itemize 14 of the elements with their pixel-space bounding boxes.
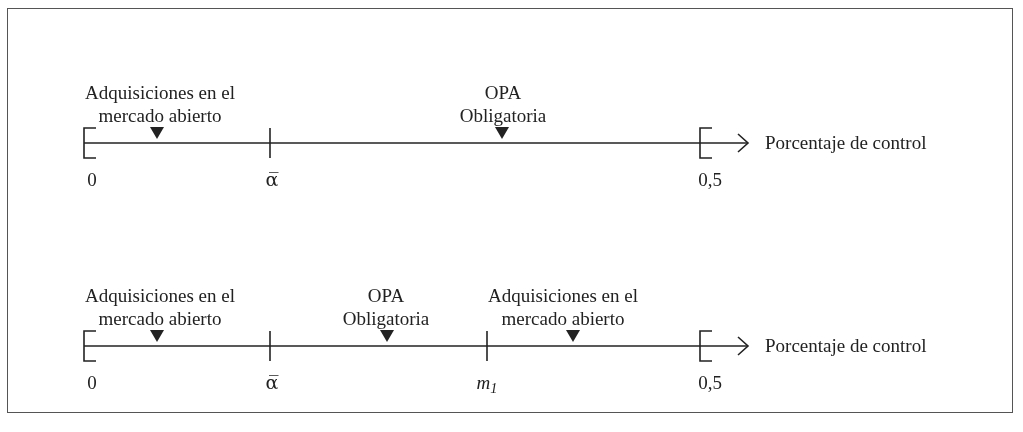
segment-label: Adquisiciones en el mercado abierto	[487, 284, 639, 330]
tick-label: 0	[87, 371, 97, 394]
tick-label: 0,5	[698, 168, 722, 191]
tick-label: m$_{1}$	[476, 371, 498, 394]
tick-label: α̅	[265, 168, 279, 191]
tick-label: α̅	[265, 371, 279, 394]
segment-label: Adquisiciones en el mercado abierto	[84, 81, 236, 127]
segment-label: OPA Obligatoria	[341, 284, 431, 330]
axis-title: Porcentaje de control	[765, 334, 927, 357]
axis-title: Porcentaje de control	[765, 131, 927, 154]
segment-label: OPA Obligatoria	[458, 81, 548, 127]
segment-label: Adquisiciones en el mercado abierto	[84, 284, 236, 330]
tick-label: 0	[87, 168, 97, 191]
tick-label: 0,5	[698, 371, 722, 394]
